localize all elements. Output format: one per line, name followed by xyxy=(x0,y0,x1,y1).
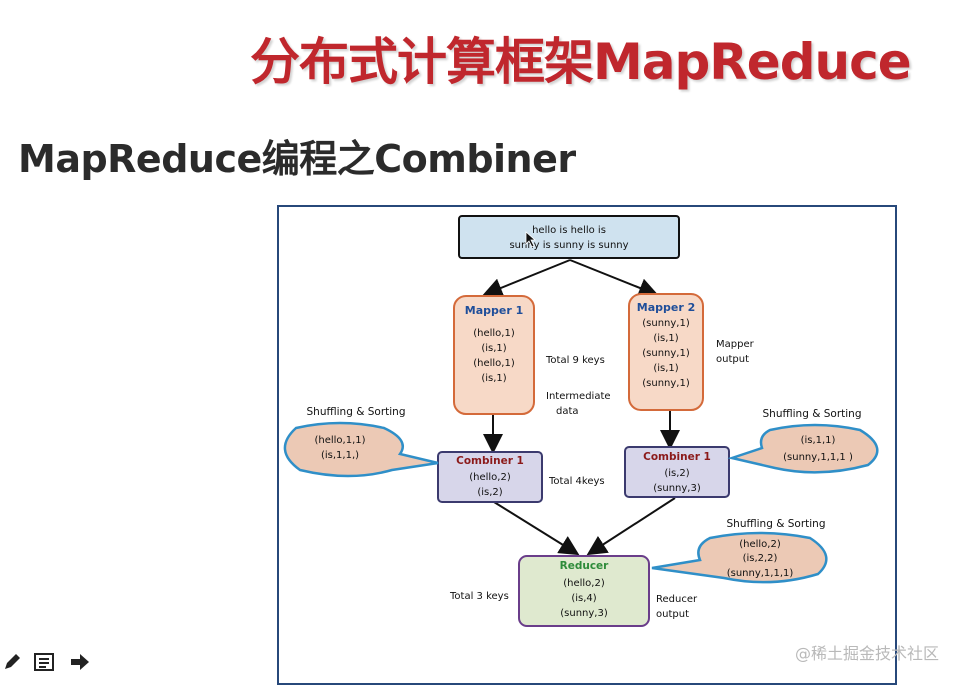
notes-icon[interactable] xyxy=(32,652,56,676)
mapper1-line-3: (hello,1) xyxy=(473,358,515,369)
bubble-bottom-caption: Shuffling & Sorting xyxy=(727,518,826,530)
flow-arrows xyxy=(482,259,680,556)
label-total-3-keys: Total 3 keys xyxy=(449,591,509,602)
combiner1-node: Combiner 1 (hello,2) (is,2) xyxy=(437,451,543,503)
bubble-right-caption: Shuffling & Sorting xyxy=(763,408,862,420)
label-reducer: Reducer xyxy=(656,594,698,605)
mouse-cursor-icon xyxy=(525,231,537,248)
bubble-left-caption: Shuffling & Sorting xyxy=(307,406,406,418)
mapper1-title: Mapper 1 xyxy=(465,304,524,317)
input-line-2: sunny is sunny is sunny xyxy=(509,240,628,251)
shuffle-bubble-right: Shuffling & Sorting (is,1,1) (sunny,1,1,… xyxy=(727,408,879,474)
shuffle-bubble-left: Shuffling & Sorting (hello,1,1) (is,1,1,… xyxy=(283,406,439,478)
combiner1-line-2: (is,2) xyxy=(477,487,502,498)
mapper2-line-3: (sunny,1) xyxy=(642,348,690,359)
side-labels: Total 9 keys Intermediate data Mapper ou… xyxy=(449,339,755,620)
label-total-9-keys: Total 9 keys xyxy=(545,355,605,366)
mapper2-line-4: (is,1) xyxy=(653,363,678,374)
arrow-input-to-mapper1 xyxy=(482,259,571,298)
mapper1-line-2: (is,1) xyxy=(481,343,506,354)
label-total-4-keys: Total 4keys xyxy=(548,476,605,487)
label-intermediate: Intermediate xyxy=(546,391,611,402)
combiner2-line-2: (sunny,3) xyxy=(653,483,701,494)
reducer-node: Reducer (hello,2) (is,4) (sunny,3) xyxy=(518,555,650,627)
bubble-bottom-line-2: (is,2,2) xyxy=(743,553,778,564)
slide-subtitle: MapReduce编程之Combiner xyxy=(18,137,576,181)
mapper2-line-2: (is,1) xyxy=(653,333,678,344)
arrow-input-to-mapper2 xyxy=(569,259,659,298)
combiner1-line-1: (hello,2) xyxy=(469,472,511,483)
bubble-left-line-1: (hello,1,1) xyxy=(314,435,365,446)
shuffle-bubble-bottom: Shuffling & Sorting (hello,2) (is,2,2) (… xyxy=(651,518,828,584)
reducer-line-3: (sunny,3) xyxy=(560,608,608,619)
label-mapper-output: output xyxy=(716,354,749,365)
combiner2-node: Combiner 1 (is,2) (sunny,3) xyxy=(624,446,730,498)
watermark: @稀土掘金技术社区 xyxy=(795,644,940,663)
pencil-icon[interactable] xyxy=(0,652,24,676)
mapper2-title: Mapper 2 xyxy=(637,301,696,314)
reducer-line-1: (hello,2) xyxy=(563,578,605,589)
mapper1-node: Mapper 1 (hello,1) (is,1) (hello,1) (is,… xyxy=(453,295,535,415)
mapper1-line-4: (is,1) xyxy=(481,373,506,384)
combiner2-line-1: (is,2) xyxy=(664,468,689,479)
combiner2-title: Combiner 1 xyxy=(643,451,711,463)
bubble-bottom-line-3: (sunny,1,1,1) xyxy=(727,568,794,579)
reducer-line-2: (is,4) xyxy=(571,593,596,604)
mapper1-line-1: (hello,1) xyxy=(473,328,515,339)
mapper2-line-1: (sunny,1) xyxy=(642,318,690,329)
input-node: hello is hello is sunny is sunny is sunn… xyxy=(458,215,680,259)
mapper2-node: Mapper 2 (sunny,1) (is,1) (sunny,1) (is,… xyxy=(628,293,704,411)
reducer-title: Reducer xyxy=(560,560,610,572)
arrow-right-icon[interactable] xyxy=(68,652,92,676)
input-line-1: hello is hello is xyxy=(532,225,606,236)
slide-title: 分布式计算框架MapReduce xyxy=(250,33,912,91)
bubble-right-line-1: (is,1,1) xyxy=(801,435,836,446)
label-intermediate-data: data xyxy=(556,406,579,417)
label-reducer-output: output xyxy=(656,609,689,620)
slide-toolbar xyxy=(0,652,110,680)
arrow-combiner1-to-reducer xyxy=(493,501,580,556)
bubble-bottom-line-1: (hello,2) xyxy=(739,539,781,550)
arrow-combiner2-to-reducer xyxy=(586,497,676,556)
mapper2-line-5: (sunny,1) xyxy=(642,378,690,389)
bubble-left-line-2: (is,1,1,) xyxy=(321,450,359,461)
bubble-right-line-2: (sunny,1,1,1 ) xyxy=(783,452,853,463)
label-mapper: Mapper xyxy=(716,339,755,350)
combiner1-title: Combiner 1 xyxy=(456,455,524,467)
